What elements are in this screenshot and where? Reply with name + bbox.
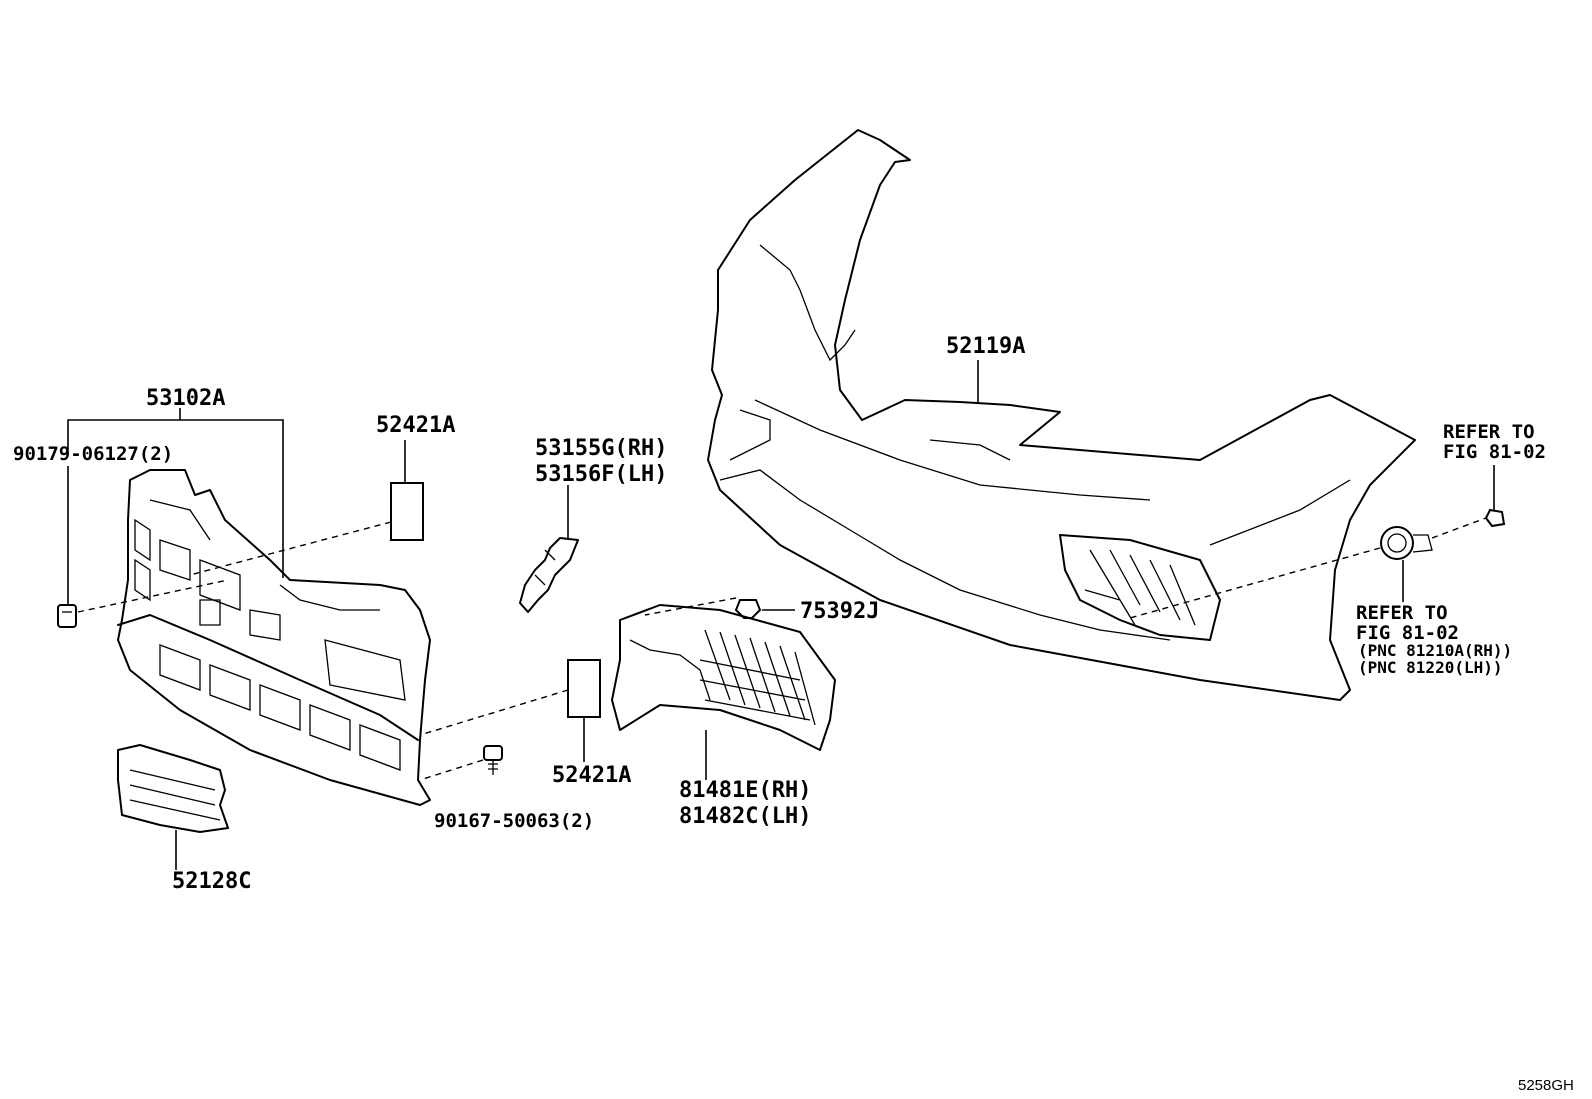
label-pnc-lh: (PNC 81220(LH)): [1358, 658, 1503, 677]
label-fog-cover-lh: 81482C(LH): [679, 804, 811, 829]
label-pnc-rh: (PNC 81210A(RH)): [1358, 641, 1512, 660]
label-lower-grille: 52128C: [172, 869, 251, 894]
label-refer-top-2: FIG 81-02: [1443, 441, 1546, 463]
lower-grille-part: [117, 744, 229, 833]
fog-lamp-part: [1380, 508, 1506, 560]
label-refer-top-1: REFER TO: [1443, 421, 1535, 443]
label-refer-bot-2: FIG 81-02: [1356, 622, 1459, 644]
label-emblem-pad-upper: 52421A: [376, 413, 455, 438]
grille-assy-part: [117, 469, 431, 806]
label-fog-cover-rh: 81481E(RH): [679, 778, 811, 803]
emblem-pad-upper-part: [390, 482, 424, 541]
label-clip-grille: 90179-06127(2): [13, 443, 173, 465]
clip-part: [57, 604, 77, 628]
label-clip-75392: 75392J: [800, 599, 879, 624]
label-refer-bot-1: REFER TO: [1356, 602, 1448, 624]
screw-part: [483, 745, 503, 775]
label-emblem-pad-lower: 52421A: [552, 763, 631, 788]
bracket-part: [519, 537, 579, 613]
label-bracket-rh: 53155G(RH): [535, 436, 667, 461]
label-bumper-cover: 52119A: [946, 334, 1025, 359]
bumper-cover-part: [707, 129, 1416, 701]
label-screw: 90167-50063(2): [434, 810, 594, 832]
label-bracket-lh: 53156F(LH): [535, 462, 667, 487]
label-grille-assy: 53102A: [146, 386, 225, 411]
emblem-pad-lower-part: [567, 659, 601, 718]
fog-cover-part: [611, 604, 836, 751]
figure-id: 5258GH: [1518, 1077, 1574, 1094]
